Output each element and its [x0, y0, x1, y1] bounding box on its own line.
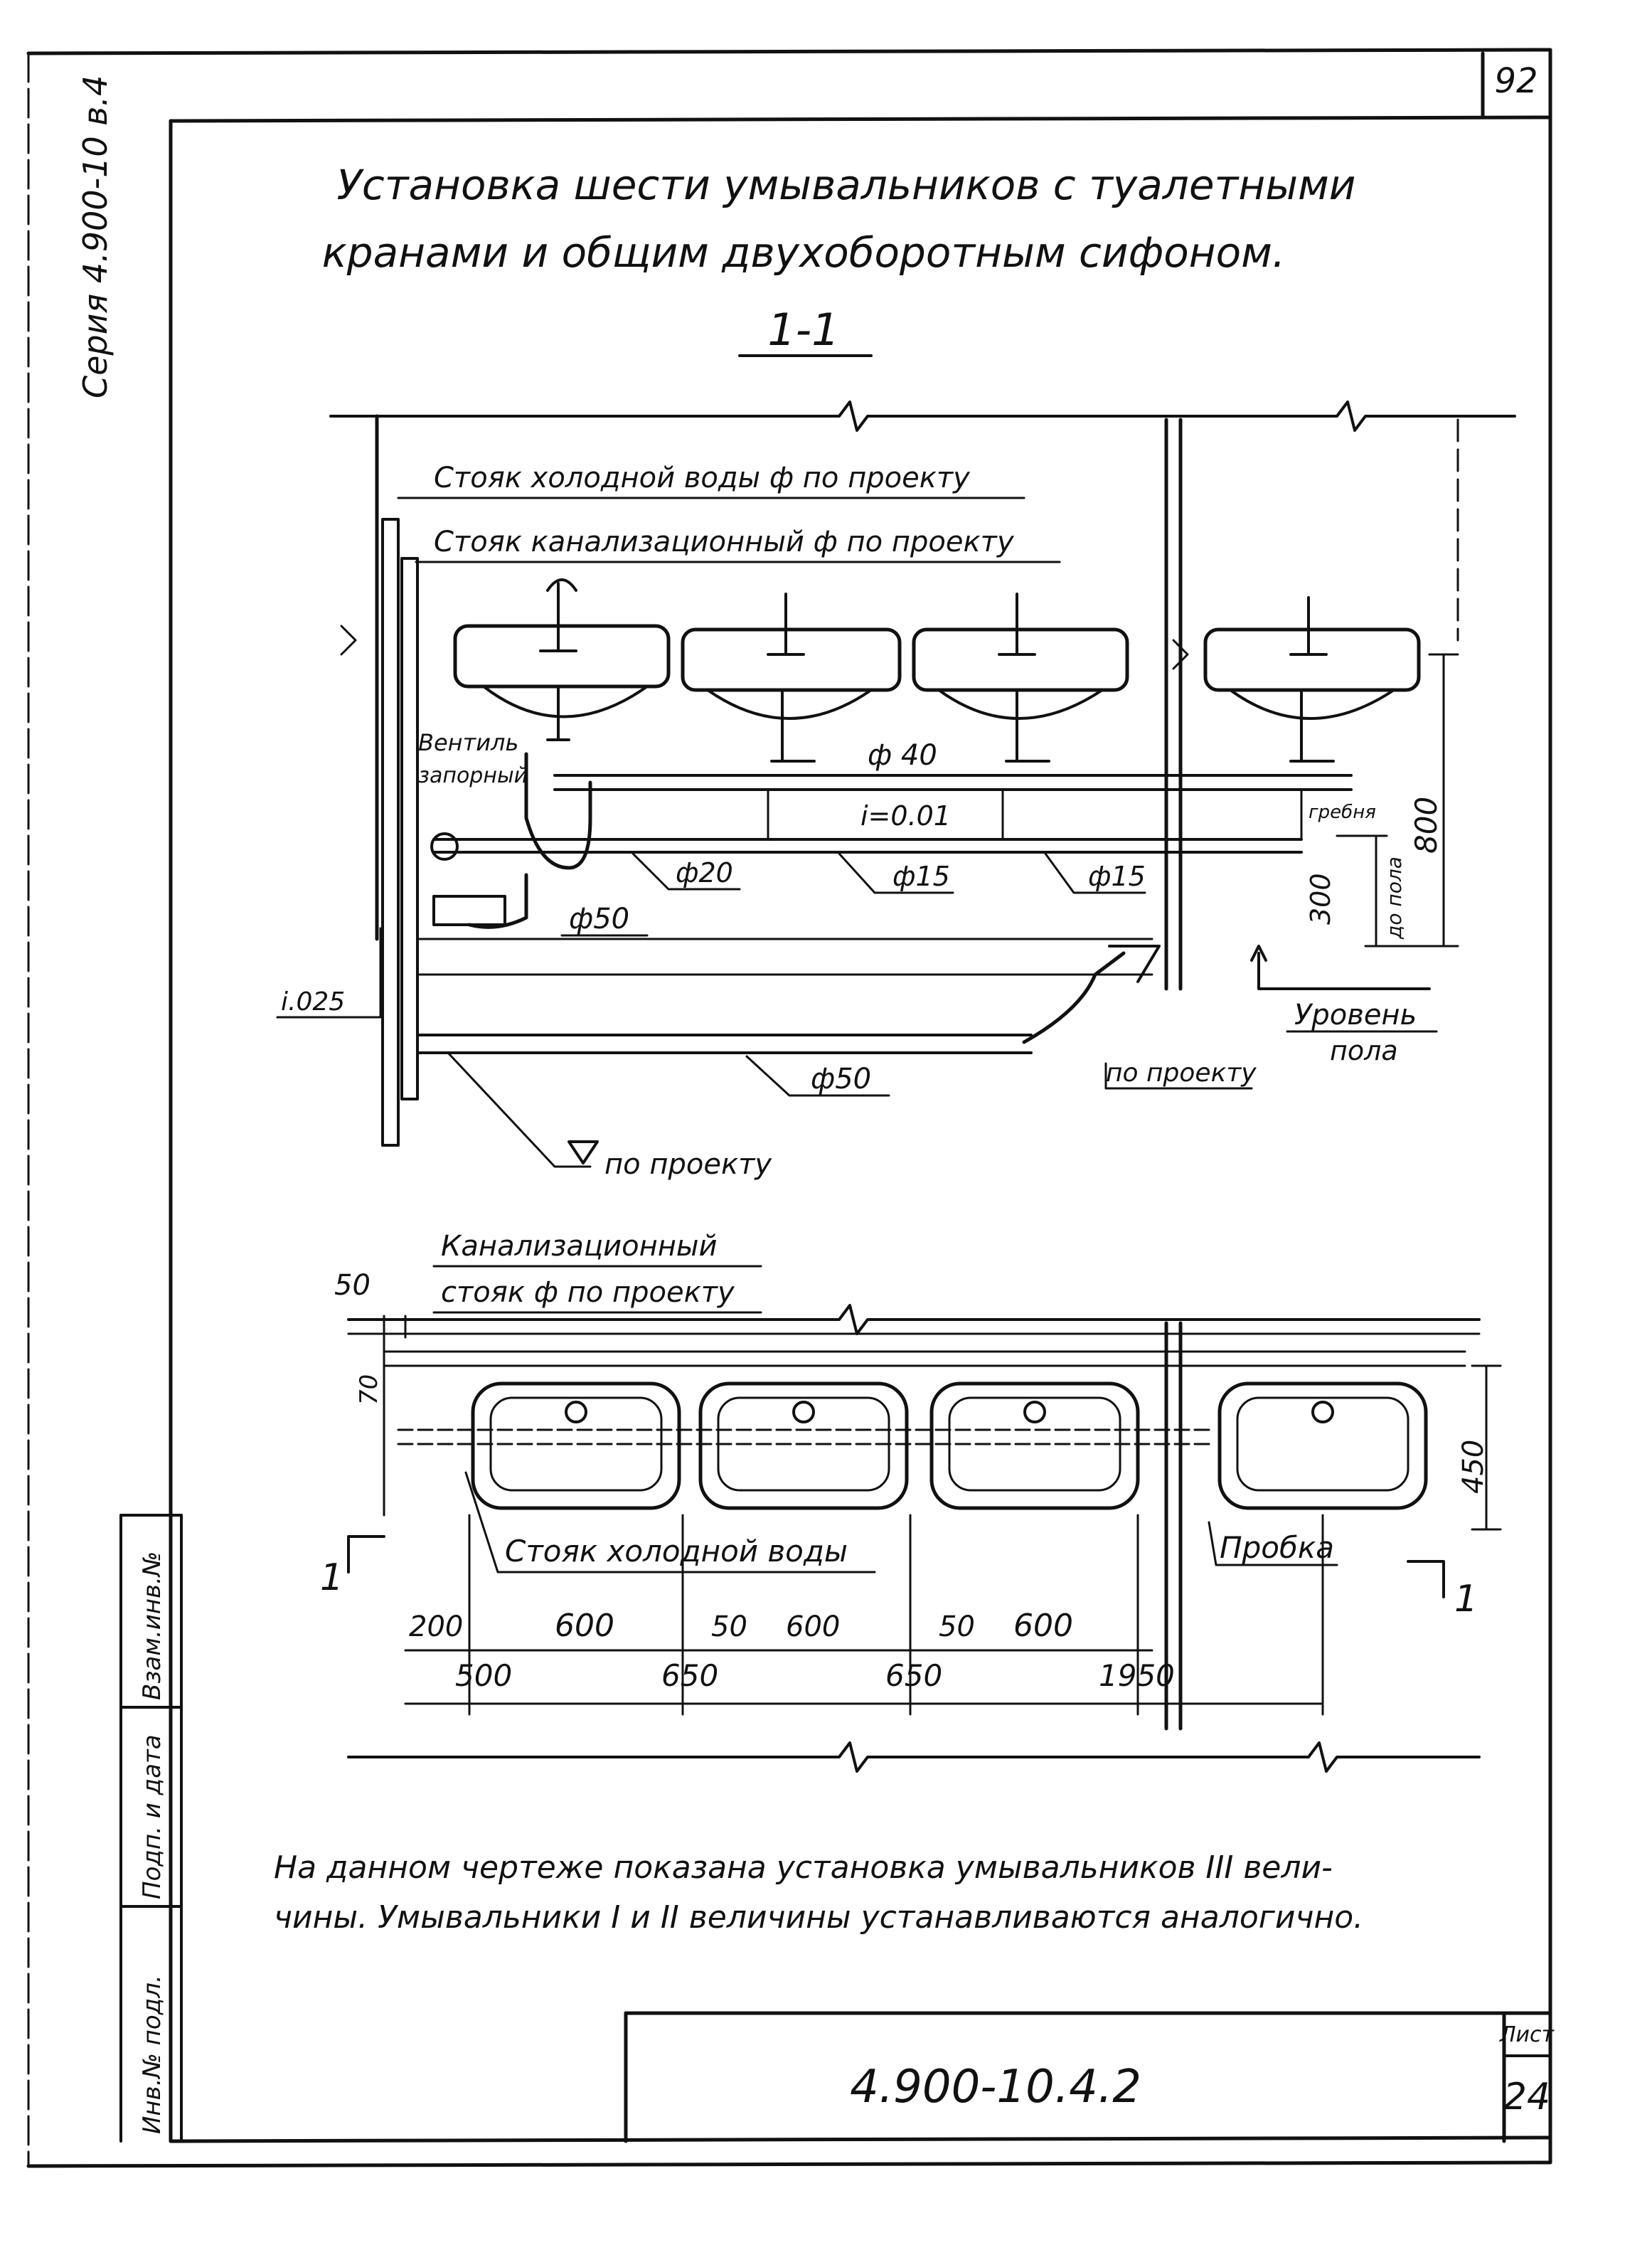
washbasin-3	[912, 593, 1129, 763]
plan-basin-4	[1217, 1381, 1428, 1510]
leader-d15-b	[1044, 852, 1146, 894]
label-sewer-riser: Стояк канализационный ф по проекту	[434, 526, 1015, 558]
sidebar-cell-inv: Инв.№ подл.	[138, 1975, 166, 2134]
washbasin-1	[453, 578, 671, 741]
label-d50-a: ф50	[569, 903, 629, 935]
note-line-1: На данном чертеже показана установка умы…	[274, 1850, 1333, 1886]
dim-300: 300	[1305, 873, 1336, 925]
title-line-2: кранами и общим двухоборотным сифоном.	[322, 228, 1286, 277]
dim-row2-2: 650	[885, 1658, 942, 1693]
leader-d15-a	[838, 852, 954, 894]
sidebar-cell-sign: Подп. и дата	[138, 1734, 166, 1899]
plan-label-cold-riser: Стояк холодной воды	[505, 1534, 848, 1569]
leader-cold-riser-plan	[464, 1471, 876, 1574]
dim-row1-5: 600	[1013, 1608, 1073, 1644]
note-line-2: чины. Умывальники I и II величины устана…	[274, 1899, 1363, 1936]
sidebar-stamp	[119, 1514, 183, 2143]
series-label: Серия 4.900-10 в.4	[76, 75, 114, 398]
label-d20: ф20	[676, 857, 733, 888]
plan-label-sewer-1: Канализационный	[441, 1230, 718, 1263]
dim-side-text-2: гребня	[1309, 802, 1376, 823]
plan-label-plug: Пробка	[1220, 1530, 1334, 1565]
dim-row1-1: 600	[555, 1608, 614, 1644]
title-block	[624, 2011, 1552, 2143]
label-by-project-2: по проекту	[604, 1148, 772, 1181]
plan-cut-right: 1	[1454, 1578, 1478, 1620]
stamp-sheet-number: 24	[1503, 2076, 1550, 2118]
label-d15-b: ф15	[1088, 861, 1146, 892]
washbasin-2	[681, 593, 902, 763]
label-valve-1: Вентиль	[418, 729, 518, 756]
dim-row2-1: 650	[661, 1658, 718, 1693]
dim-row2-0: 500	[455, 1658, 512, 1693]
label-floor-1: Уровень	[1294, 999, 1417, 1031]
section-label: 1-1	[767, 304, 839, 356]
label-slope: i=0.01	[860, 800, 951, 832]
label-slope-025: i.025	[281, 987, 345, 1017]
leader-plug	[1208, 1521, 1338, 1566]
dim-row1-2: 50	[711, 1610, 747, 1643]
dim-800: 800	[1409, 797, 1444, 854]
sidebar-cell-replace: Взам.инв.№	[138, 1551, 166, 1700]
stamp-code: 4.900-10.4.2	[850, 2061, 1141, 2113]
plan-cut-left: 1	[320, 1556, 343, 1599]
label-valve-2: запорный	[418, 763, 528, 788]
dim-row2-3: 1950	[1099, 1658, 1175, 1693]
dim-row1-0: 200	[409, 1610, 463, 1643]
label-floor-2: пола	[1330, 1035, 1398, 1066]
label-by-project-1: по проекту	[1106, 1058, 1257, 1088]
dim-side-text: до пола	[1382, 856, 1406, 940]
label-d40: ф 40	[868, 739, 937, 772]
label-cold-water-riser: Стояк холодной воды ф по проекту	[434, 462, 971, 494]
plan-dim-450: 450	[1457, 1440, 1490, 1494]
page-number: 92	[1494, 61, 1538, 101]
plan-dim-70: 70	[355, 1374, 383, 1405]
washbasin-4	[1203, 596, 1421, 763]
label-d15-a: ф15	[892, 861, 950, 892]
label-d50-b: ф50	[811, 1063, 871, 1095]
dim-row1-4: 50	[939, 1610, 975, 1643]
sheet-frame	[26, 48, 1552, 2168]
stamp-sheet-label: Лист	[1499, 2022, 1555, 2047]
plan-view	[347, 1304, 1502, 1773]
leader-d50-b	[745, 1055, 890, 1097]
plan-label-sewer-2: стояк ф по проекту	[441, 1276, 735, 1309]
title-line-1: Установка шести умывальников с туалетным…	[336, 161, 1355, 209]
dim-row1-3: 600	[786, 1610, 840, 1643]
plan-dim-50-top: 50	[334, 1269, 371, 1302]
leader-d20	[632, 852, 741, 891]
section-view	[276, 400, 1516, 1168]
